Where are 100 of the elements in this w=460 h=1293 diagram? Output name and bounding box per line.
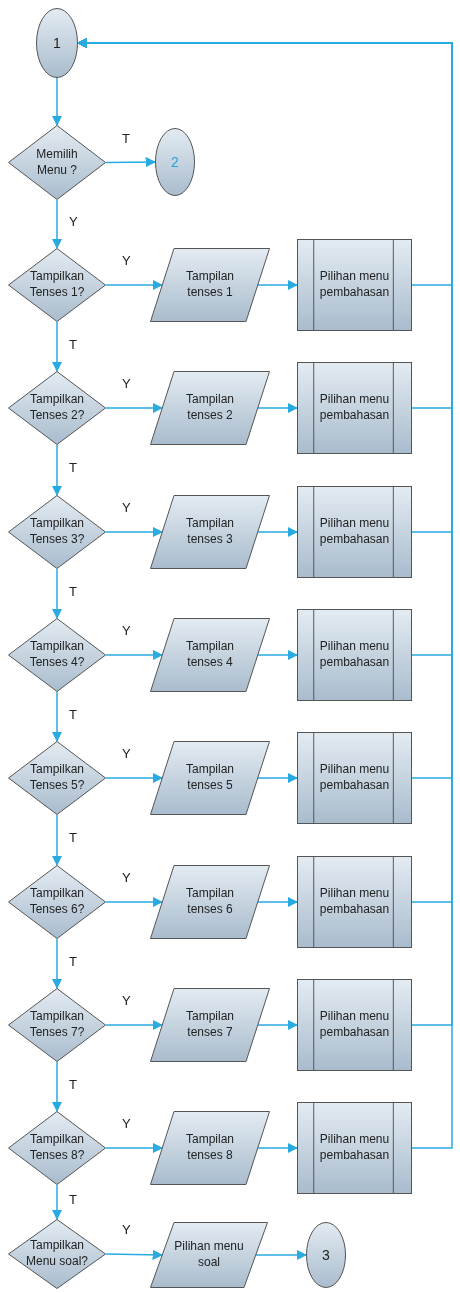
connector-number: 3	[322, 1245, 330, 1265]
decision-text: Tampilkan Tenses 8?	[28, 1132, 86, 1164]
decision-text: Tampilkan Tenses 7?	[28, 1009, 86, 1041]
connector-circle	[155, 128, 195, 196]
decision-diamond	[8, 1219, 106, 1289]
data-parallelogram	[150, 741, 270, 815]
data-text: Tampilan tenses 6	[185, 886, 235, 918]
subprocess-box	[297, 486, 412, 578]
edge-label: Y	[67, 214, 80, 229]
data-text: Tampilan tenses 3	[185, 516, 235, 548]
arrow	[51, 814, 63, 867]
data-text: Tampilan tenses 1	[185, 269, 235, 301]
arrow	[51, 1061, 63, 1113]
arrow	[105, 896, 164, 908]
data-parallelogram	[150, 371, 270, 445]
arrow	[51, 938, 63, 990]
decision-text: Tampilkan Tenses 5?	[28, 762, 86, 794]
decision-diamond	[8, 618, 106, 692]
subprocess-text: Pilihan menu pembahasan	[318, 639, 391, 671]
arrow	[257, 1019, 299, 1031]
data-parallelogram	[150, 618, 270, 692]
decision-text: Tampilkan Menu soal?	[24, 1238, 89, 1270]
arrow	[51, 1184, 63, 1221]
edge-label: T	[67, 460, 79, 475]
arrow	[105, 1019, 164, 1031]
edge-label: Y	[120, 253, 133, 268]
arrow	[51, 568, 63, 620]
decision-text: Tampilkan Tenses 4?	[28, 639, 86, 671]
arrow	[255, 1249, 308, 1261]
subprocess-box	[297, 979, 412, 1071]
subprocess-box	[297, 239, 412, 331]
decision-diamond	[8, 988, 106, 1062]
arrow	[105, 649, 164, 661]
data-text: Tampilan tenses 7	[185, 1009, 235, 1041]
decision-text: Tampilkan Tenses 1?	[28, 269, 86, 301]
data-text: Tampilan tenses 2	[185, 392, 235, 424]
decision-diamond	[8, 865, 106, 939]
subprocess-box	[297, 609, 412, 701]
subprocess-text: Pilihan menu pembahasan	[318, 886, 391, 918]
subprocess-text: Pilihan menu pembahasan	[318, 392, 391, 424]
decision-diamond	[8, 495, 106, 569]
arrow	[51, 444, 63, 497]
arrow	[105, 1142, 164, 1154]
arrow	[257, 649, 299, 661]
edge-label: Y	[120, 1222, 133, 1237]
subprocess-text: Pilihan menu pembahasan	[318, 269, 391, 301]
arrow	[105, 402, 164, 414]
edge-label: Y	[120, 746, 133, 761]
decision-text: Memilih Menu ?	[35, 146, 79, 179]
data-parallelogram	[150, 1222, 268, 1288]
edge-label: Y	[120, 376, 133, 391]
arrow	[105, 279, 164, 291]
decision-diamond	[8, 1111, 106, 1185]
subprocess-text: Pilihan menu pembahasan	[318, 516, 391, 548]
arrow	[257, 1142, 299, 1154]
arrow	[51, 691, 63, 743]
arrow	[105, 772, 164, 784]
edge-label: T	[67, 830, 79, 845]
data-text: Pilihan menu soal	[173, 1239, 245, 1271]
arrow	[51, 77, 63, 127]
connector-circle	[36, 8, 78, 78]
arrow	[257, 526, 299, 538]
edge-label: Y	[120, 623, 133, 638]
decision-text: Tampilkan Tenses 3?	[28, 516, 86, 548]
data-parallelogram	[150, 988, 270, 1062]
connector-circle	[306, 1222, 346, 1288]
arrow	[105, 526, 164, 538]
subprocess-box	[297, 1102, 412, 1194]
edge-label: Y	[120, 870, 133, 885]
connector-number: 2	[171, 152, 179, 172]
subprocess-text: Pilihan menu pembahasan	[318, 1132, 391, 1164]
data-parallelogram	[150, 248, 270, 322]
edge-label: Y	[120, 1116, 133, 1131]
decision-diamond	[8, 371, 106, 445]
data-text: Tampilan tenses 8	[185, 1132, 235, 1164]
arrow	[257, 402, 299, 414]
decision-diamond	[8, 125, 106, 200]
data-parallelogram	[150, 1111, 270, 1185]
subprocess-text: Pilihan menu pembahasan	[318, 762, 391, 794]
data-text: Tampilan tenses 4	[185, 639, 235, 671]
data-parallelogram	[150, 865, 270, 939]
subprocess-box	[297, 362, 412, 454]
arrow	[105, 156, 157, 168]
edge-label: Y	[120, 500, 133, 515]
arrow	[257, 279, 299, 291]
connector-number: 1	[53, 33, 61, 53]
data-text: Tampilan tenses 5	[185, 762, 235, 794]
subprocess-box	[297, 856, 412, 948]
subprocess-box	[297, 732, 412, 824]
arrow	[51, 199, 63, 250]
data-parallelogram	[150, 495, 270, 569]
subprocess-text: Pilihan menu pembahasan	[318, 1009, 391, 1041]
edge-label: Y	[120, 993, 133, 1008]
arrow	[105, 1249, 164, 1261]
decision-text: Tampilkan Tenses 6?	[28, 886, 86, 918]
decision-diamond	[8, 248, 106, 322]
decision-diamond	[8, 741, 106, 815]
arrow	[257, 772, 299, 784]
decision-text: Tampilkan Tenses 2?	[28, 392, 86, 424]
arrow	[51, 321, 63, 373]
